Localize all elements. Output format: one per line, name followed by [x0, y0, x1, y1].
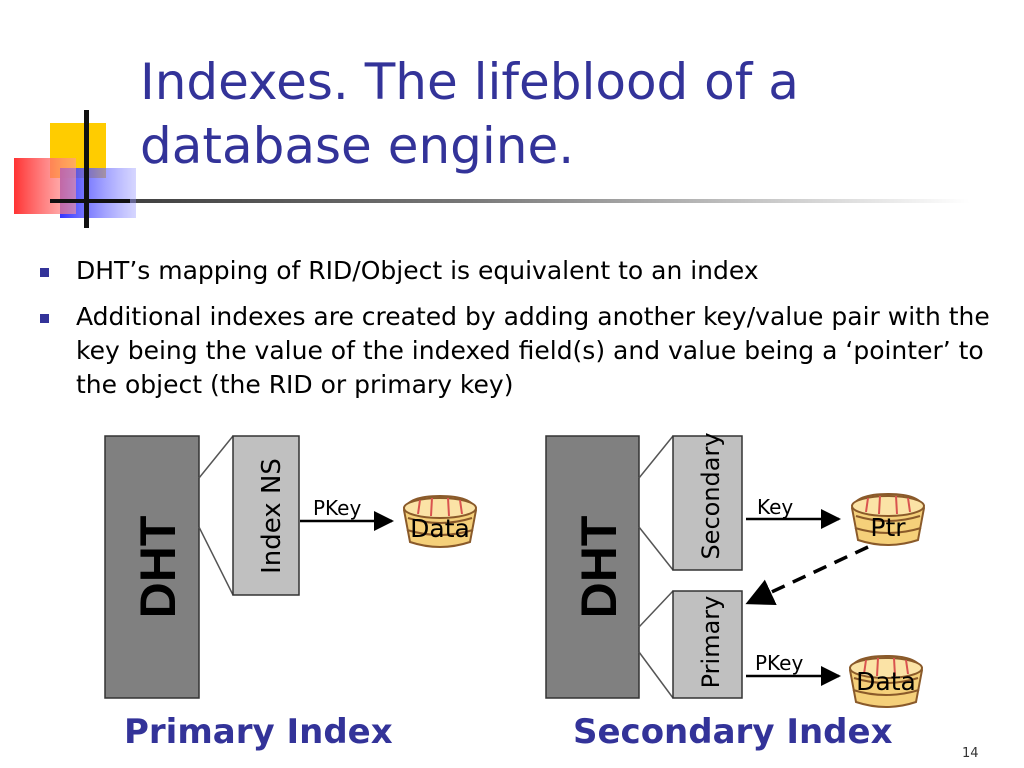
- primary-pkey-label: PKey: [313, 496, 361, 520]
- primary-dht-box: [104, 435, 200, 699]
- decorative-logo: [14, 110, 136, 228]
- secondary-index-caption: Secondary Index: [573, 712, 893, 752]
- primary-ns-label: Primary: [697, 596, 725, 689]
- primary-dht-label: DHT: [130, 516, 186, 619]
- bullet-square-icon: [40, 314, 49, 323]
- bullet-item: DHT’s mapping of RID/Object is equivalen…: [40, 254, 1015, 288]
- bullet-list: DHT’s mapping of RID/Object is equivalen…: [40, 254, 1015, 414]
- logo-horizontal-bar: [50, 199, 130, 203]
- primary-index-diagram: DHT Index NS PKey Data: [104, 435, 477, 699]
- bullet-square-icon: [40, 268, 49, 277]
- ptr-label: Ptr: [870, 513, 906, 542]
- secondary-dht-box: [545, 435, 640, 699]
- title-line-1: Indexes. The lifeblood of a: [140, 53, 799, 111]
- logo-red-square: [14, 158, 76, 214]
- secondary-dht-label: DHT: [571, 516, 627, 619]
- slide-title: Indexes. The lifeblood of a database eng…: [140, 50, 1000, 178]
- title-divider: [50, 199, 970, 203]
- primary-connector-bottom: [198, 526, 234, 596]
- index-ns-label: Index NS: [257, 458, 287, 574]
- primary-connector-top: [198, 435, 234, 479]
- secondary-connector-4: [638, 651, 674, 699]
- index-ns-box: [232, 435, 300, 596]
- secondary-connector-3: [638, 590, 674, 628]
- secondary-key-label: Key: [757, 495, 793, 519]
- page-number: 14: [962, 746, 979, 761]
- secondary-index-diagram: DHT Secondary Primary Key Ptr PKey Data: [545, 432, 925, 708]
- logo-vertical-bar: [84, 110, 89, 228]
- title-line-2: database engine.: [140, 117, 575, 175]
- bullet-item: Additional indexes are created by adding…: [40, 300, 1015, 402]
- primary-index-caption: Primary Index: [124, 712, 393, 752]
- pointer-dashed-arrow: [745, 545, 869, 606]
- secondary-connector-1: [638, 435, 674, 479]
- secondary-connector-2: [638, 526, 674, 571]
- primary-data-label: Data: [410, 514, 470, 543]
- secondary-ns-label: Secondary: [697, 432, 725, 559]
- secondary-pkey-label: PKey: [755, 651, 803, 675]
- secondary-data-label: Data: [856, 667, 916, 696]
- secondary-ns-box: [672, 435, 743, 571]
- bullet-text: Additional indexes are created by adding…: [76, 302, 990, 399]
- bullet-text: DHT’s mapping of RID/Object is equivalen…: [76, 256, 759, 285]
- primary-ns-box: [672, 590, 743, 699]
